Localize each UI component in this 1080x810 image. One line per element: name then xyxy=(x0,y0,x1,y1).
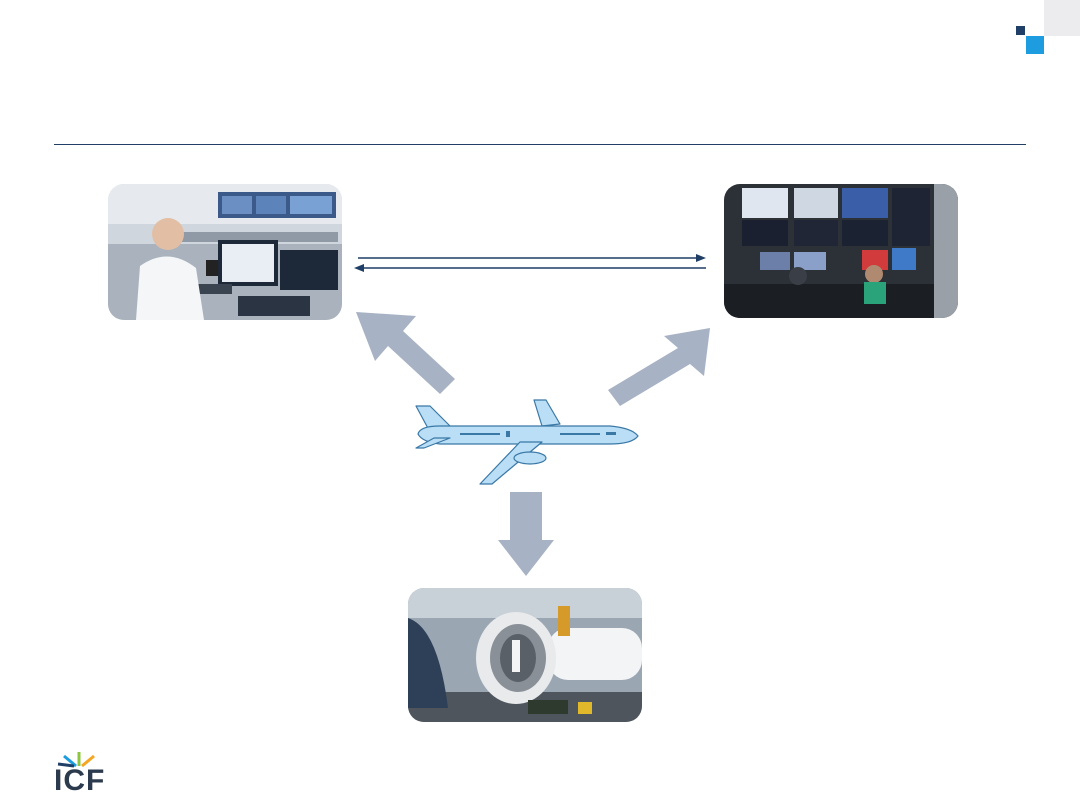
block-arrow-up-right xyxy=(608,328,710,406)
arrowhead-left-icon xyxy=(354,264,364,272)
corner-decoration-light xyxy=(1026,36,1044,54)
operations-control-center-photo xyxy=(108,184,342,320)
header-divider xyxy=(54,144,1026,145)
air-traffic-control-room-photo xyxy=(724,184,958,318)
block-arrow-down xyxy=(498,492,554,576)
corner-decoration-dark xyxy=(1016,26,1025,35)
aircraft-engine-maintenance-hangar-photo xyxy=(408,588,642,722)
two-way-connector xyxy=(354,254,706,272)
icf-logo-text: ICF xyxy=(54,764,106,797)
icf-logo-icon xyxy=(57,752,95,768)
block-arrow-up-left xyxy=(356,312,455,394)
airplane-icon xyxy=(415,399,639,485)
arrowhead-right-icon xyxy=(696,254,706,262)
corner-decoration-gray xyxy=(1044,0,1080,36)
